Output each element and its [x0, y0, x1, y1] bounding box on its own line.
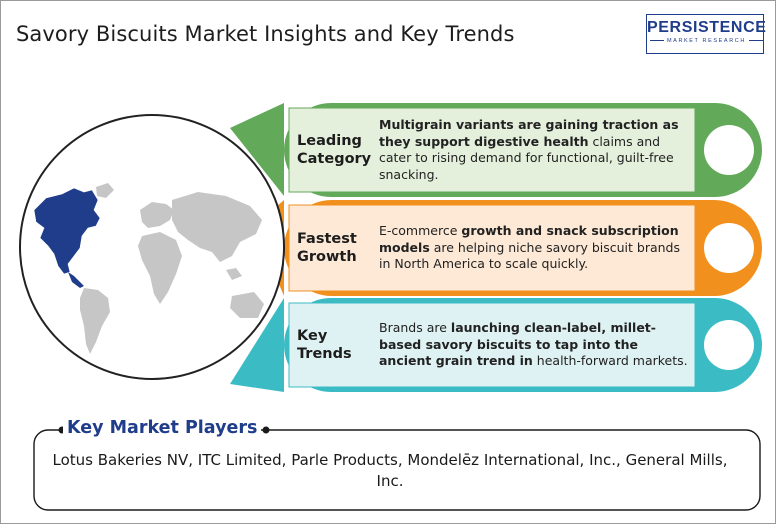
- card-description: E-commerce growth and snack subscription…: [379, 223, 680, 272]
- leading-category-card-bg: [288, 107, 696, 193]
- fastest-growth-circle: [704, 223, 754, 273]
- card-key-trends: Key Trends Brands are launching clean-la…: [289, 303, 695, 387]
- logo-wordmark: PERSISTENCE: [647, 19, 767, 36]
- persistence-logo: PERSISTENCE MARKET RESEARCH: [646, 14, 767, 54]
- card-label: Leading Category: [297, 133, 372, 167]
- card-label: Fastest Growth: [297, 231, 357, 265]
- key-market-players-title: Key Market Players: [63, 418, 262, 438]
- card-leading-category: Leading Category Multigrain variants are…: [289, 108, 695, 192]
- logo-tagline: MARKET RESEARCH: [647, 38, 763, 44]
- green-connector-wedge: [230, 103, 284, 196]
- key-trends-card-bg: [288, 302, 696, 388]
- teal-connector-wedge: [230, 298, 284, 392]
- key-market-players-list: Lotus Bakeries NV, ITC Limited, Parle Pr…: [52, 451, 728, 490]
- key-trends-circle: [704, 320, 754, 370]
- players-box: [33, 429, 761, 511]
- world-map-icon: [33, 183, 264, 354]
- card-fastest-growth: Fastest Growth E-commerce growth and sna…: [289, 205, 695, 291]
- card-description: Brands are launching clean-label, millet…: [379, 320, 688, 369]
- fastest-growth-card-bg: [288, 204, 696, 292]
- page-title: Savory Biscuits Market Insights and Key …: [16, 22, 515, 46]
- leading-category-circle: [704, 125, 754, 175]
- card-description: Multigrain variants are gaining traction…: [379, 117, 679, 182]
- players-title-right-dot: [262, 426, 270, 434]
- card-label: Key Trends: [297, 328, 352, 362]
